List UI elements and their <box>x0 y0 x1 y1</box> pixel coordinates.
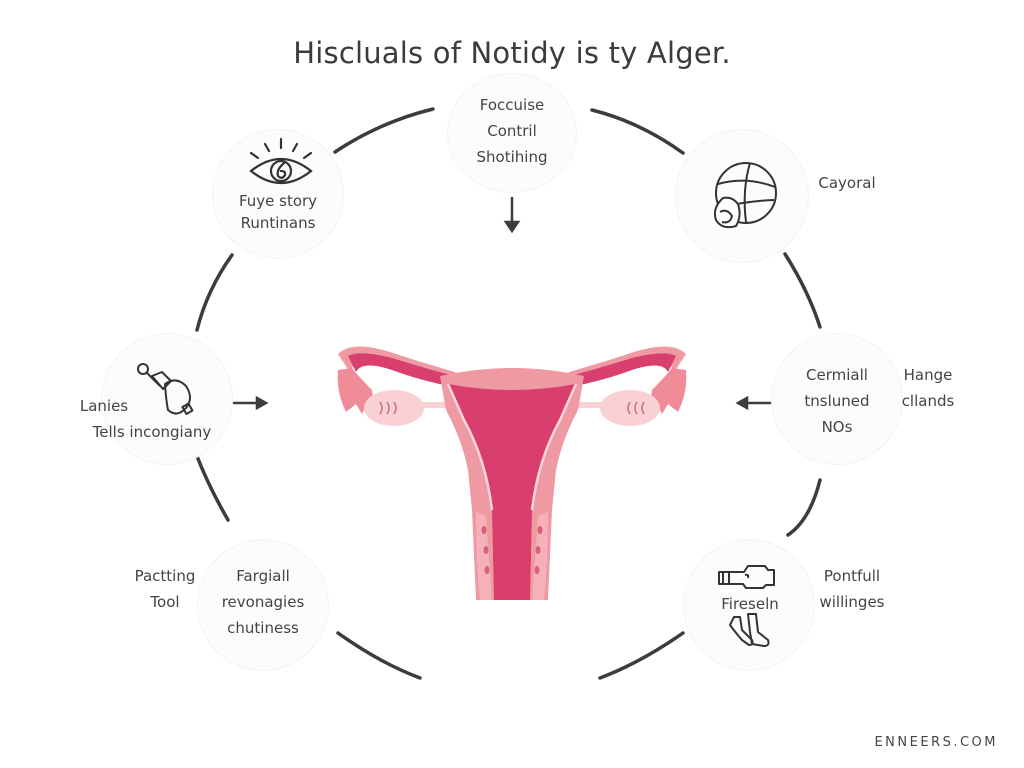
ring-arc <box>786 478 822 537</box>
tool-icon <box>137 363 194 415</box>
node-top-circle <box>448 74 576 192</box>
ring-arc <box>195 454 230 522</box>
node-left-side-label: Lanies <box>79 397 129 415</box>
ring-arc <box>336 631 422 680</box>
ring-arc <box>598 631 685 680</box>
node-bottom-left-label: Fargiall revonagies chutiness <box>221 567 305 637</box>
node-bottom-left-side-label: Pactting Tool <box>134 567 196 611</box>
socks-icon <box>729 613 770 647</box>
node-top-label: Foccuise Contril Shotihing <box>476 96 548 166</box>
node-top-left-label: Fuye story Runtinans <box>238 192 318 232</box>
bottle-icon <box>718 565 775 589</box>
arrow-right-icon <box>232 395 269 411</box>
eye-icon <box>249 137 313 184</box>
node-left-label: Tells incongiany <box>92 423 212 441</box>
node-right-side-label: Hange cllands <box>901 366 955 410</box>
node-bottom-right-side-label: Pontfull willinges <box>819 567 885 611</box>
arrow-left-icon <box>735 395 772 411</box>
arrow-down-icon <box>503 196 521 234</box>
node-bottom-left-circle <box>198 540 328 670</box>
footer-watermark: ENNEERS.COM <box>874 735 998 750</box>
node-right-circle <box>772 334 902 464</box>
ring-arc <box>195 253 234 332</box>
ring-arc <box>333 107 435 154</box>
node-top-left-circle <box>213 130 343 258</box>
ring-arc <box>590 108 685 155</box>
node-right-label: Cermiall tnsluned NOs <box>804 366 870 436</box>
ring-arc <box>783 252 822 329</box>
node-top-right-side-label: Cayoral <box>818 174 876 192</box>
node-bottom-right-label: Fireseln <box>721 595 779 613</box>
diagram-title: Hiscluals of Notidy is ty Alger. <box>293 36 731 70</box>
node-top-right-circle <box>676 130 808 262</box>
node-bottom-right-circle <box>684 540 814 670</box>
uterus-illustration <box>337 346 687 600</box>
globe-icon <box>713 162 777 229</box>
